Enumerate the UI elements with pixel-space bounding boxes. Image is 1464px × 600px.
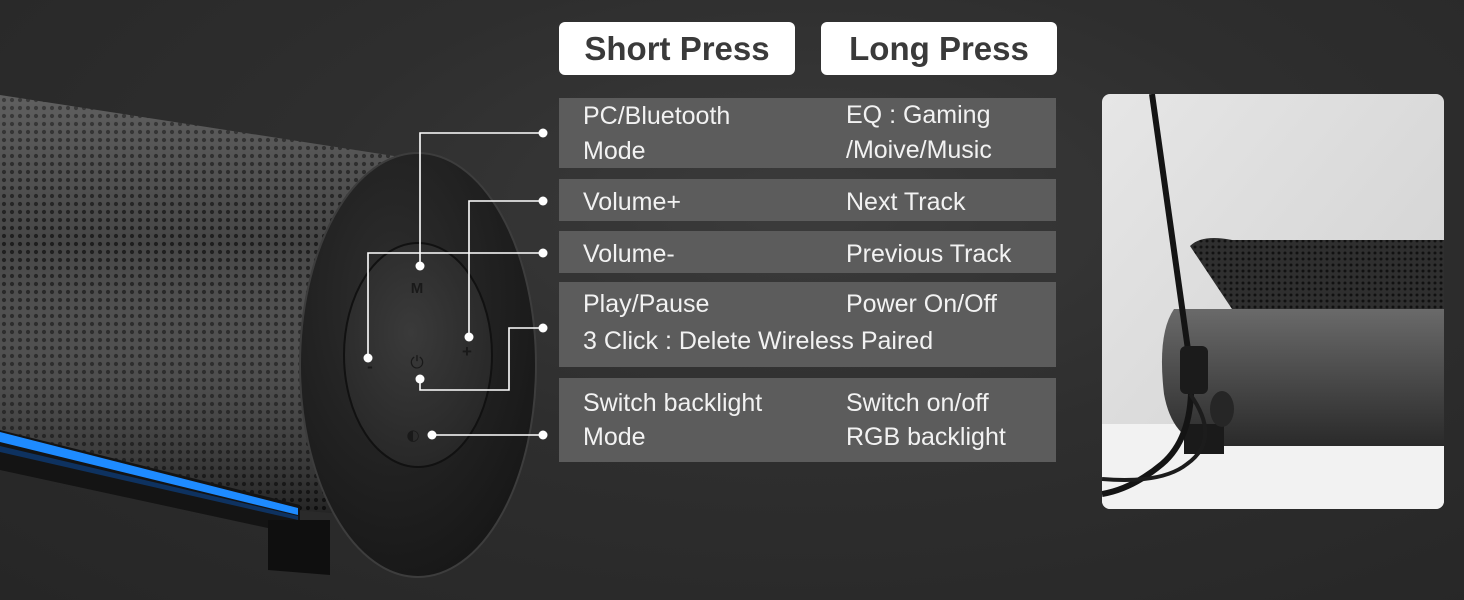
short-press-function: Play/Pause: [583, 290, 710, 318]
long-press-header: Long Press: [821, 22, 1057, 75]
short-press-function: Volume-: [583, 240, 675, 268]
short-press-function-line2: Mode: [583, 137, 646, 165]
long-press-function: Power On/Off: [846, 290, 997, 318]
function-row-backlight: Switch backlight Mode Switch on/off RGB …: [559, 378, 1056, 462]
short-press-function-line2: Mode: [583, 423, 646, 451]
volume-down-button-icon[interactable]: -: [367, 357, 373, 376]
long-press-function: Switch on/off: [846, 389, 989, 417]
long-press-function-line2: RGB backlight: [846, 423, 1006, 451]
backlight-button-icon[interactable]: ◐: [406, 426, 419, 444]
mode-button-icon[interactable]: M: [411, 280, 424, 297]
long-press-function-line2: /Moive/Music: [846, 136, 992, 164]
short-press-function: PC/Bluetooth: [583, 102, 731, 130]
speaker-illustration: M + - ⏻ ◐: [0, 95, 537, 578]
function-row-mode: PC/Bluetooth Mode EQ : Gaming /Moive/Mus…: [559, 98, 1056, 168]
short-press-function: Volume+: [583, 188, 681, 216]
long-press-function: EQ : Gaming: [846, 101, 991, 129]
short-press-label: Short Press: [584, 29, 770, 67]
triple-click-function: 3 Click : Delete Wireless Paired: [583, 327, 934, 355]
product-photo: [1102, 94, 1444, 509]
power-button-icon[interactable]: ⏻: [410, 353, 424, 373]
backlight-strip: [0, 432, 298, 515]
function-row-volume-up: Volume+ Next Track: [559, 179, 1056, 221]
function-row-volume-down: Volume- Previous Track: [559, 231, 1056, 273]
long-press-label: Long Press: [849, 29, 1029, 67]
short-press-header: Short Press: [559, 22, 795, 75]
long-press-function: Previous Track: [846, 240, 1012, 268]
short-press-function: Switch backlight: [583, 389, 763, 417]
volume-up-button-icon[interactable]: +: [462, 342, 472, 361]
function-row-play-pause: Play/Pause Power On/Off 3 Click : Delete…: [559, 282, 1056, 367]
long-press-function: Next Track: [846, 188, 966, 216]
